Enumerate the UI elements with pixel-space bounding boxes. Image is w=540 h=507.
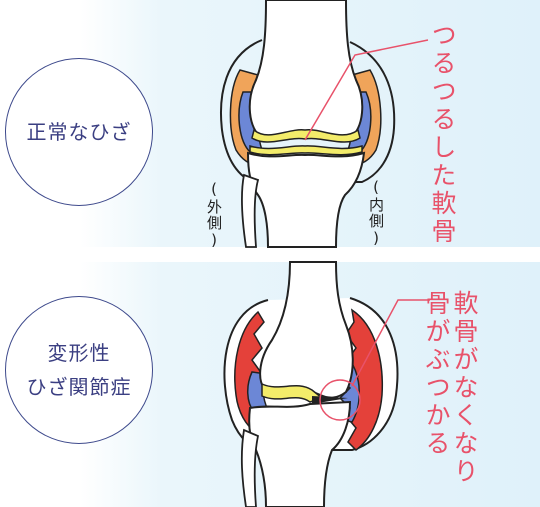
outer-paren-open: ( bbox=[205, 180, 223, 199]
normal-fibula bbox=[242, 175, 258, 247]
inner-paren-close: ) bbox=[367, 229, 385, 248]
outer-side-text: 外側 bbox=[205, 199, 223, 231]
normal-knee-label-text: 正常なひざ bbox=[27, 115, 132, 149]
oa-fibula bbox=[242, 430, 258, 507]
oa-annotation-line1: 軟骨がなくなり bbox=[450, 290, 478, 486]
normal-tibia bbox=[248, 153, 364, 247]
smooth-cartilage-annotation: つるつるした軟骨 bbox=[428, 22, 456, 246]
oa-annotation-line2: 骨がぶつかる bbox=[422, 290, 450, 458]
oa-tibia bbox=[249, 402, 350, 507]
oa-knee-label-line2: ひざ関節症 bbox=[27, 370, 132, 404]
normal-knee-label: 正常なひざ bbox=[5, 58, 153, 206]
normal-knee-diagram bbox=[221, 0, 428, 247]
inner-paren-open: ( bbox=[367, 178, 385, 197]
oa-knee-label: 変形性 ひざ関節症 bbox=[5, 296, 153, 444]
outer-side-label: (外側) bbox=[205, 180, 223, 250]
normal-cartilage-lower bbox=[250, 146, 362, 155]
inner-side-text: 内側 bbox=[367, 197, 385, 229]
outer-paren-close: ) bbox=[205, 231, 223, 250]
oa-knee-diagram bbox=[224, 262, 430, 507]
oa-knee-label-line1: 変形性 bbox=[48, 336, 111, 370]
inner-side-label: (内側) bbox=[367, 178, 385, 248]
normal-femur bbox=[250, 0, 363, 140]
